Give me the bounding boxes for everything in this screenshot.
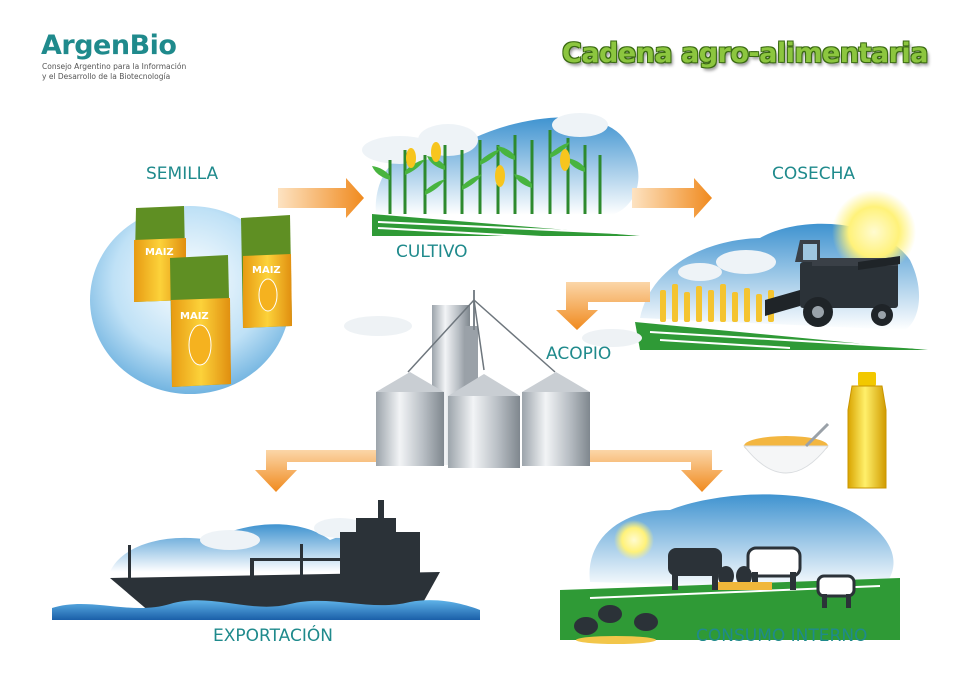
label-cultivo: CULTIVO xyxy=(396,242,468,262)
flow-arrows xyxy=(255,178,723,492)
feed-trough xyxy=(718,582,772,590)
diagram-title: Cadena agro-alimentaria xyxy=(562,38,928,69)
label-semilla: SEMILLA xyxy=(146,164,219,184)
seed-bag-left-label: MAIZ xyxy=(145,247,174,258)
cow-icon-2 xyxy=(736,546,802,590)
chicken-icons xyxy=(574,605,658,635)
sun-icon-2 xyxy=(614,520,654,560)
arrow-acopio-consumo xyxy=(590,450,723,492)
label-consumo-interno: CONSUMO INTERNO xyxy=(696,626,868,646)
silo-middle xyxy=(448,374,520,468)
corn-cobs xyxy=(406,142,570,187)
export-scene xyxy=(52,500,480,620)
sea-waves xyxy=(52,600,480,620)
seed-bag-right-label: MAIZ xyxy=(252,265,281,276)
seed-bag-right: MAIZ xyxy=(241,215,292,328)
crop-scene xyxy=(362,113,641,239)
harvest-scene xyxy=(635,190,928,350)
silo-left xyxy=(376,372,444,466)
food-products xyxy=(742,372,887,489)
silo-right xyxy=(522,372,590,466)
seed-scene: MAIZ MAIZ MAIZ xyxy=(90,206,292,394)
wheat-crop xyxy=(660,284,774,322)
calf-icon xyxy=(816,574,856,608)
seed-bag-front-label: MAIZ xyxy=(180,311,209,322)
argenbio-logo: ArgenBio xyxy=(41,30,177,61)
arrow-acopio-exportacion xyxy=(255,450,384,492)
cow-icon xyxy=(668,548,734,590)
seed-bag-front: MAIZ xyxy=(170,255,231,387)
label-exportacion: EXPORTACIÓN xyxy=(213,626,333,646)
oil-bottle-icon xyxy=(847,372,887,489)
logo-subtitle-line-2: y el Desarrollo de la Biotecnología xyxy=(42,72,171,81)
livestock-scene xyxy=(560,494,900,644)
combine-harvester-icon xyxy=(765,240,900,327)
label-acopio: ACOPIO xyxy=(546,344,612,364)
label-cosecha: COSECHA xyxy=(772,164,856,184)
cereal-bowl-icon xyxy=(742,422,830,474)
storage-silos xyxy=(344,290,642,468)
arrow-cultivo-cosecha xyxy=(632,178,712,218)
arrow-cosecha-acopio xyxy=(556,282,650,330)
logo-subtitle-line-1: Consejo Argentino para la Información xyxy=(42,62,187,71)
arrow-semilla-cultivo xyxy=(278,178,364,218)
sun-icon xyxy=(832,190,916,274)
